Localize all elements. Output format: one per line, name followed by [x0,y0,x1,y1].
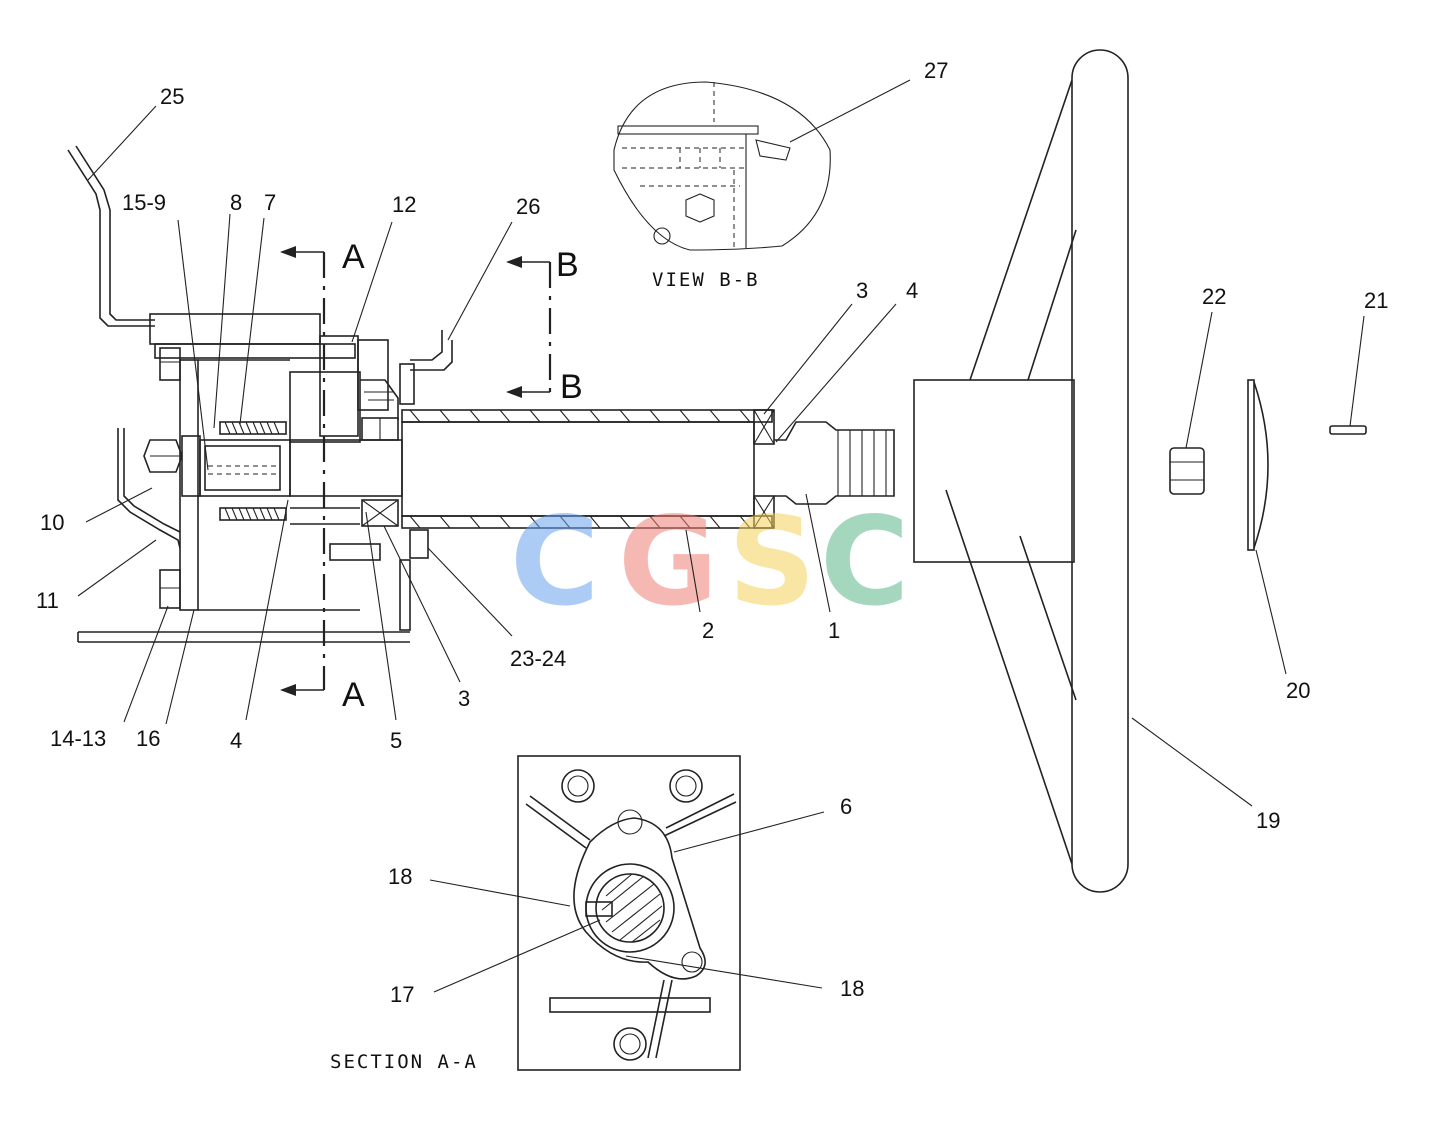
watermark-letter-4: C [820,491,910,633]
section-a-top-marker: A [342,238,365,276]
callout-4-top: 4 [906,278,918,303]
leader-lines [77,79,1365,993]
callout-3-top: 3 [856,278,868,303]
section-aa-label: SECTION A-A [330,1051,478,1073]
callout-11: 11 [36,588,59,613]
view-bb-label: VIEW B-B [652,269,760,291]
callout-14-13: 14-13 [50,726,106,751]
steering-column-assembly [67,145,895,643]
callout-6: 6 [840,794,852,819]
callout-4-bottom: 4 [230,728,242,753]
spring-bottom [219,507,287,521]
callout-26: 26 [516,194,540,219]
callout-2: 2 [702,618,714,643]
section-b-top-marker: B [556,246,579,284]
callout-18-top: 18 [388,864,412,889]
horn-cap-20 [1247,379,1269,551]
watermark-letter-3: S [728,491,816,633]
view-bb-detail: VIEW B-B [613,81,831,291]
callout-21: 21 [1364,288,1388,313]
callout-22: 22 [1202,284,1226,309]
callout-17: 17 [390,982,414,1007]
watermark-letter-1: C [510,491,600,633]
section-a-bottom-marker: A [342,676,365,714]
callout-12: 12 [392,192,416,217]
callout-labels: 1 2 3 3 4 4 5 6 7 8 15-9 10 11 12 14-13 … [36,58,1388,1007]
steering-wheel [913,49,1129,893]
callout-15-9: 15-9 [122,190,166,215]
section-line-a: A A [280,238,365,714]
callout-3-bottom: 3 [458,686,470,711]
section-aa-view: SECTION A-A [330,755,741,1073]
callout-7: 7 [264,190,276,215]
shaft-hatch [601,873,663,943]
section-b-bottom-marker: B [560,368,583,406]
section-line-b: B B [506,246,583,406]
callout-8: 8 [230,190,242,215]
callout-18-bottom: 18 [840,976,864,1001]
callout-1: 1 [828,618,840,643]
nut-22 [1169,447,1205,495]
pin-21 [1329,425,1367,435]
watermark-letter-2: G [618,491,718,633]
callout-23-24: 23-24 [510,646,566,671]
callout-20: 20 [1286,678,1310,703]
cgsc-watermark: C G S C [510,491,910,633]
callout-25: 25 [160,84,184,109]
callout-19: 19 [1256,808,1280,833]
callout-27: 27 [924,58,948,83]
callout-10: 10 [40,510,64,535]
callout-5: 5 [390,728,402,753]
spring-top [219,421,287,435]
callout-16: 16 [136,726,160,751]
